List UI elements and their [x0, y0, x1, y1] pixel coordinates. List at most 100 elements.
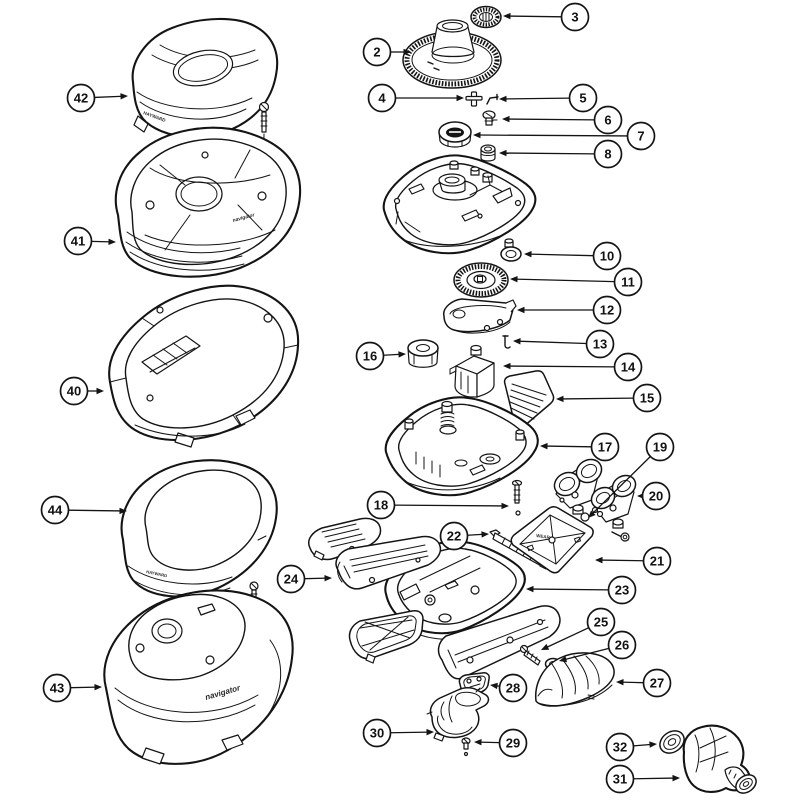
- part-2-turbine-pulley: [402, 19, 502, 89]
- part-7-bushing-ring: [438, 121, 472, 148]
- callout-arrowhead: [540, 442, 548, 450]
- callout-number: 3: [571, 10, 578, 25]
- callout-14: 14: [503, 352, 643, 382]
- callout-27: 27: [616, 668, 672, 698]
- callout-circle: [626, 121, 656, 151]
- callout-arrowhead: [616, 678, 624, 686]
- callout-26: 26: [559, 630, 637, 663]
- cover-brand-text: HAYWARD: [146, 569, 168, 578]
- callout-arrowhead: [510, 275, 518, 283]
- callout-44: 44: [40, 495, 127, 525]
- callout-30: 30: [362, 718, 434, 748]
- callout-arrowhead: [559, 656, 568, 663]
- callout-number: 42: [74, 91, 88, 106]
- callout-circle: [362, 37, 392, 67]
- callout-number: 8: [604, 147, 611, 162]
- callout-number: 44: [48, 503, 63, 518]
- callout-number: 17: [598, 440, 612, 455]
- callout-leader-line: [517, 340, 587, 345]
- callout-arrowhead: [120, 93, 128, 100]
- callout-number: 24: [284, 572, 299, 587]
- part-6-screw: [482, 110, 498, 126]
- callout-circle: [560, 2, 590, 32]
- part-44-handle-cover: HAYWARD: [120, 459, 278, 598]
- callout-circle: [607, 575, 637, 605]
- part-18-screw: [511, 479, 523, 516]
- callout-leader-line: [477, 134, 628, 137]
- callout-arrowhead: [403, 48, 411, 56]
- part-40-mid-frame: [108, 284, 300, 448]
- callout-13: 13: [513, 329, 615, 359]
- wing-wear-text: WEAR: [536, 533, 551, 540]
- callout-leader-line: [304, 577, 328, 580]
- callout-arrowhead: [474, 738, 482, 746]
- callout-leader-line: [91, 240, 112, 243]
- callout-circle: [632, 383, 662, 413]
- callout-arrowhead: [499, 95, 507, 103]
- part-41-upper-shell: navigator: [114, 126, 302, 278]
- callout-6: 6: [502, 105, 623, 135]
- part-5-clip: [486, 93, 499, 105]
- callout-number: 30: [370, 726, 384, 741]
- callout-arrowhead: [517, 306, 525, 314]
- callout-circle: [63, 226, 93, 256]
- callout-41: 41: [63, 226, 116, 256]
- callout-arrowhead: [499, 149, 507, 157]
- callout-2: 2: [362, 37, 411, 67]
- callout-leader-line: [478, 741, 500, 744]
- callout-number: 5: [579, 91, 586, 106]
- callout-leader-line: [383, 353, 402, 356]
- callout-number: 29: [506, 736, 520, 751]
- callout-circle: [439, 521, 469, 551]
- callout-number: 16: [363, 349, 377, 364]
- callout-arrowhead: [481, 531, 489, 538]
- callout-leader-line: [530, 588, 609, 591]
- callout-arrowhead: [503, 362, 511, 370]
- part-29-screw: [461, 737, 471, 757]
- callout-circle: [498, 728, 528, 758]
- callout-number: 6: [604, 113, 611, 128]
- callout-number: 28: [506, 681, 520, 696]
- callout-leader-line: [94, 95, 124, 99]
- callout-circle: [355, 341, 385, 371]
- callout-leader-line: [633, 743, 653, 747]
- callout-circle: [590, 432, 620, 462]
- callout-circle: [585, 329, 615, 359]
- callout-leader-line: [633, 777, 676, 780]
- part-17-lower-housing: [384, 396, 539, 497]
- callout-24: 24: [276, 564, 332, 594]
- callout-leader-line: [394, 504, 505, 507]
- callout-number: 13: [593, 337, 607, 352]
- callout-number: 4: [378, 91, 386, 106]
- callout-8: 8: [499, 139, 623, 169]
- part-10-bearing: [500, 238, 522, 262]
- callout-leader-line: [544, 445, 592, 448]
- part-32-bearing: [659, 730, 693, 758]
- callout-circle: [605, 732, 635, 762]
- callout-31: 31: [605, 764, 680, 794]
- part-24-pod-shell-lower: [335, 535, 442, 590]
- callout-number: 12: [600, 303, 614, 318]
- part-19-pod-assembly-left: [553, 458, 603, 522]
- callout-circle: [593, 139, 623, 169]
- callout-arrowhead: [490, 682, 498, 690]
- callout-arrowhead: [119, 507, 127, 515]
- callout-circle: [367, 83, 397, 113]
- callout-number: 2: [373, 45, 380, 60]
- callout-leader-line: [506, 118, 595, 121]
- callout-leader-line: [507, 365, 615, 368]
- callout-23: 23: [526, 575, 637, 605]
- callout-18: 18: [366, 490, 509, 520]
- part-4-pin: [465, 91, 483, 107]
- callout-arrowhead: [513, 338, 521, 345]
- part-25-screw: [519, 644, 541, 666]
- callout-arrowhead: [588, 510, 596, 518]
- callout-15: 15: [556, 383, 662, 413]
- callout-number: 14: [621, 360, 636, 375]
- part-8-standoff: [480, 144, 496, 162]
- part-43-bottom-body: navigator: [103, 589, 294, 765]
- part-21-wing-kickplate: WEAR: [510, 505, 594, 574]
- callout-number: 11: [621, 275, 635, 290]
- callout-circle: [645, 432, 675, 462]
